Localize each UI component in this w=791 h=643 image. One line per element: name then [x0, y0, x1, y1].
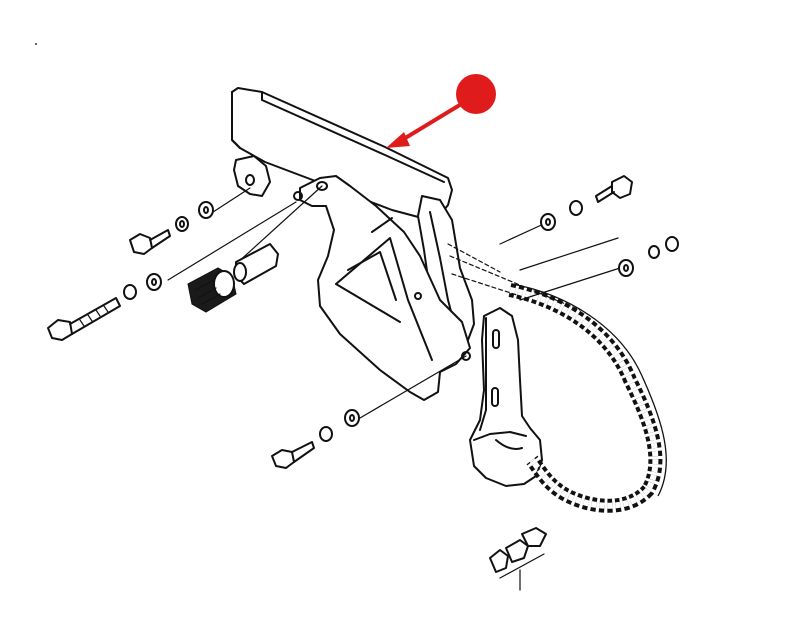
- flat-washer: [618, 259, 634, 277]
- mounting-bracket: [293, 175, 471, 401]
- lock-washer: [123, 284, 137, 300]
- flat-washer: [540, 213, 556, 231]
- callout-arrow: [386, 98, 470, 148]
- chain-tensioner-bracket: [469, 307, 543, 487]
- roller-chain: [508, 283, 667, 513]
- knurled-roller: [187, 267, 237, 313]
- flat-washer: [344, 409, 360, 427]
- lock-washer: [569, 200, 583, 216]
- flat-washer: [146, 273, 162, 291]
- hex-bolt: [595, 175, 633, 203]
- callout-marker: [456, 74, 496, 114]
- lock-washer: [648, 236, 679, 259]
- chain-connecting-link: [489, 527, 547, 591]
- hex-bolt: [47, 297, 121, 341]
- assembly-leader-lines: [167, 185, 621, 419]
- spacer: [233, 243, 279, 285]
- hex-bolt: [271, 441, 315, 469]
- lock-washer: [175, 216, 189, 232]
- speck: [35, 43, 37, 45]
- lock-washer: [319, 426, 333, 442]
- flat-washer: [198, 201, 214, 219]
- hex-bolt: [129, 229, 171, 255]
